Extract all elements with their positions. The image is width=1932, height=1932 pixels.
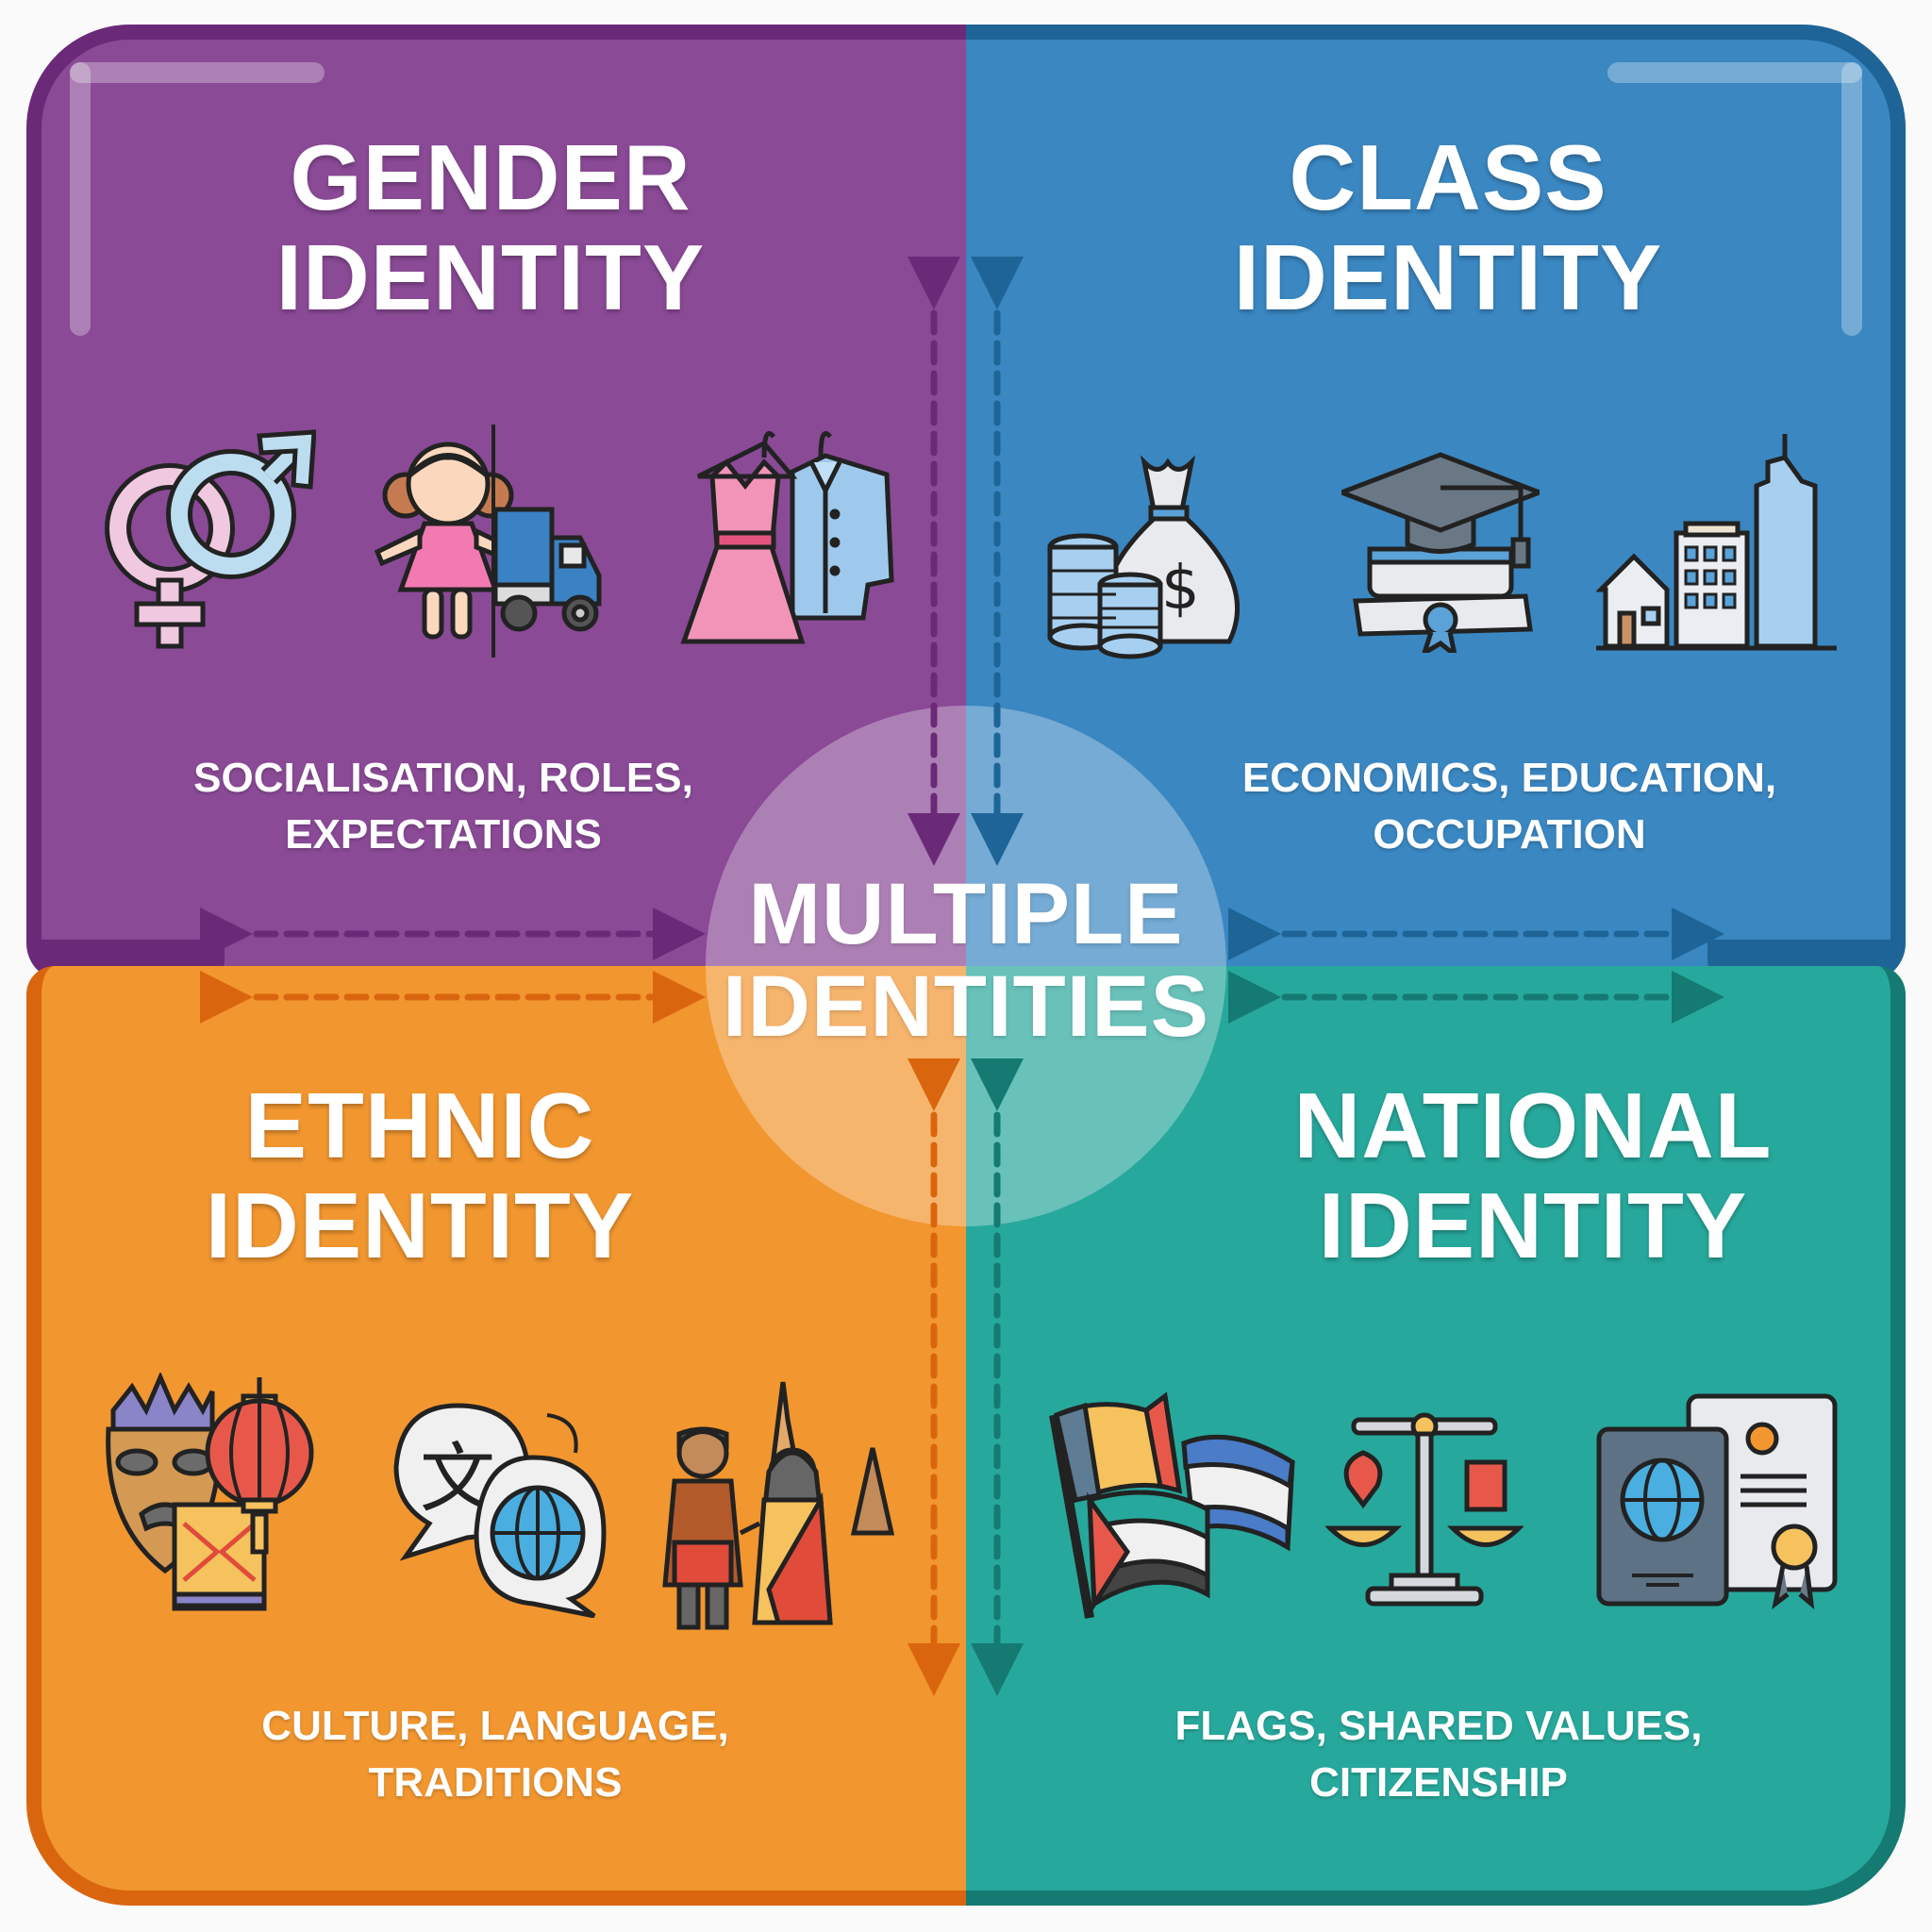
gloss-highlight <box>1841 62 1862 336</box>
gender-description-line1: SOCIALISATION, ROLES, <box>193 755 693 801</box>
ethnic-title-line1: ETHNIC <box>244 1074 595 1177</box>
dress-and-shirt-icon <box>680 431 894 644</box>
gender-description: SOCIALISATION, ROLES, EXPECTATIONS <box>151 750 736 863</box>
ethnic-description: CULTURE, LANGUAGE, TRADITIONS <box>203 1698 788 1811</box>
gender-symbols-icon <box>105 429 316 649</box>
svg-text:$: $ <box>1161 554 1200 624</box>
national-description-line1: FLAGS, SHARED VALUES, <box>1174 1703 1703 1749</box>
passport-certificate-icon <box>1596 1393 1838 1610</box>
national-title-line2: IDENTITY <box>1318 1174 1748 1277</box>
ethnic-description-line2: TRADITIONS <box>368 1759 623 1806</box>
ethnic-title-line2: IDENTITY <box>205 1174 635 1277</box>
class-title-line1: CLASS <box>1289 125 1607 229</box>
gloss-highlight <box>70 62 325 83</box>
class-title-line2: IDENTITY <box>1233 225 1663 329</box>
class-identity-panel <box>966 25 1906 981</box>
traditional-couple-temple-icon <box>662 1381 895 1630</box>
national-description-line2: CITIZENSHIP <box>1309 1759 1568 1806</box>
flags-icon <box>1049 1391 1295 1619</box>
graduation-cap-books-icon <box>1341 452 1540 653</box>
doll-and-truck-icon <box>374 425 602 658</box>
gender-title-line1: GENDER <box>290 125 691 229</box>
center-title-line2: IDENTITIES <box>722 958 1210 1055</box>
center-title-line1: MULTIPLE <box>748 866 1184 962</box>
national-description: FLAGS, SHARED VALUES, CITIZENSHIP <box>1146 1698 1731 1811</box>
gloss-highlight <box>1607 62 1862 83</box>
national-title-line1: NATIONAL <box>1293 1074 1773 1177</box>
center-circle <box>706 706 1226 1226</box>
ethnic-description-line1: CULTURE, LANGUAGE, <box>261 1703 729 1749</box>
class-description: ECONOMICS, EDUCATION, OCCUPATION <box>1217 750 1802 863</box>
national-title: NATIONAL IDENTITY <box>1231 1075 1835 1275</box>
gender-title: GENDER IDENTITY <box>189 127 792 327</box>
money-bag-coins-icon: $ <box>1047 455 1241 659</box>
ethnic-title: ETHNIC IDENTITY <box>118 1075 722 1275</box>
mask-lantern-textile-icon <box>106 1373 314 1611</box>
center-title: MULTIPLE IDENTITIES <box>706 868 1226 1053</box>
gender-title-line2: IDENTITY <box>275 225 706 329</box>
buildings-icon <box>1596 434 1837 651</box>
class-description-line1: ECONOMICS, EDUCATION, <box>1241 755 1777 801</box>
gender-description-line2: EXPECTATIONS <box>285 811 602 858</box>
translation-bubbles-icon: 文 <box>393 1403 607 1618</box>
balance-scale-icon <box>1325 1412 1524 1607</box>
class-title: CLASS IDENTITY <box>1146 127 1750 327</box>
class-description-line2: OCCUPATION <box>1373 811 1646 858</box>
gloss-highlight <box>70 62 91 336</box>
